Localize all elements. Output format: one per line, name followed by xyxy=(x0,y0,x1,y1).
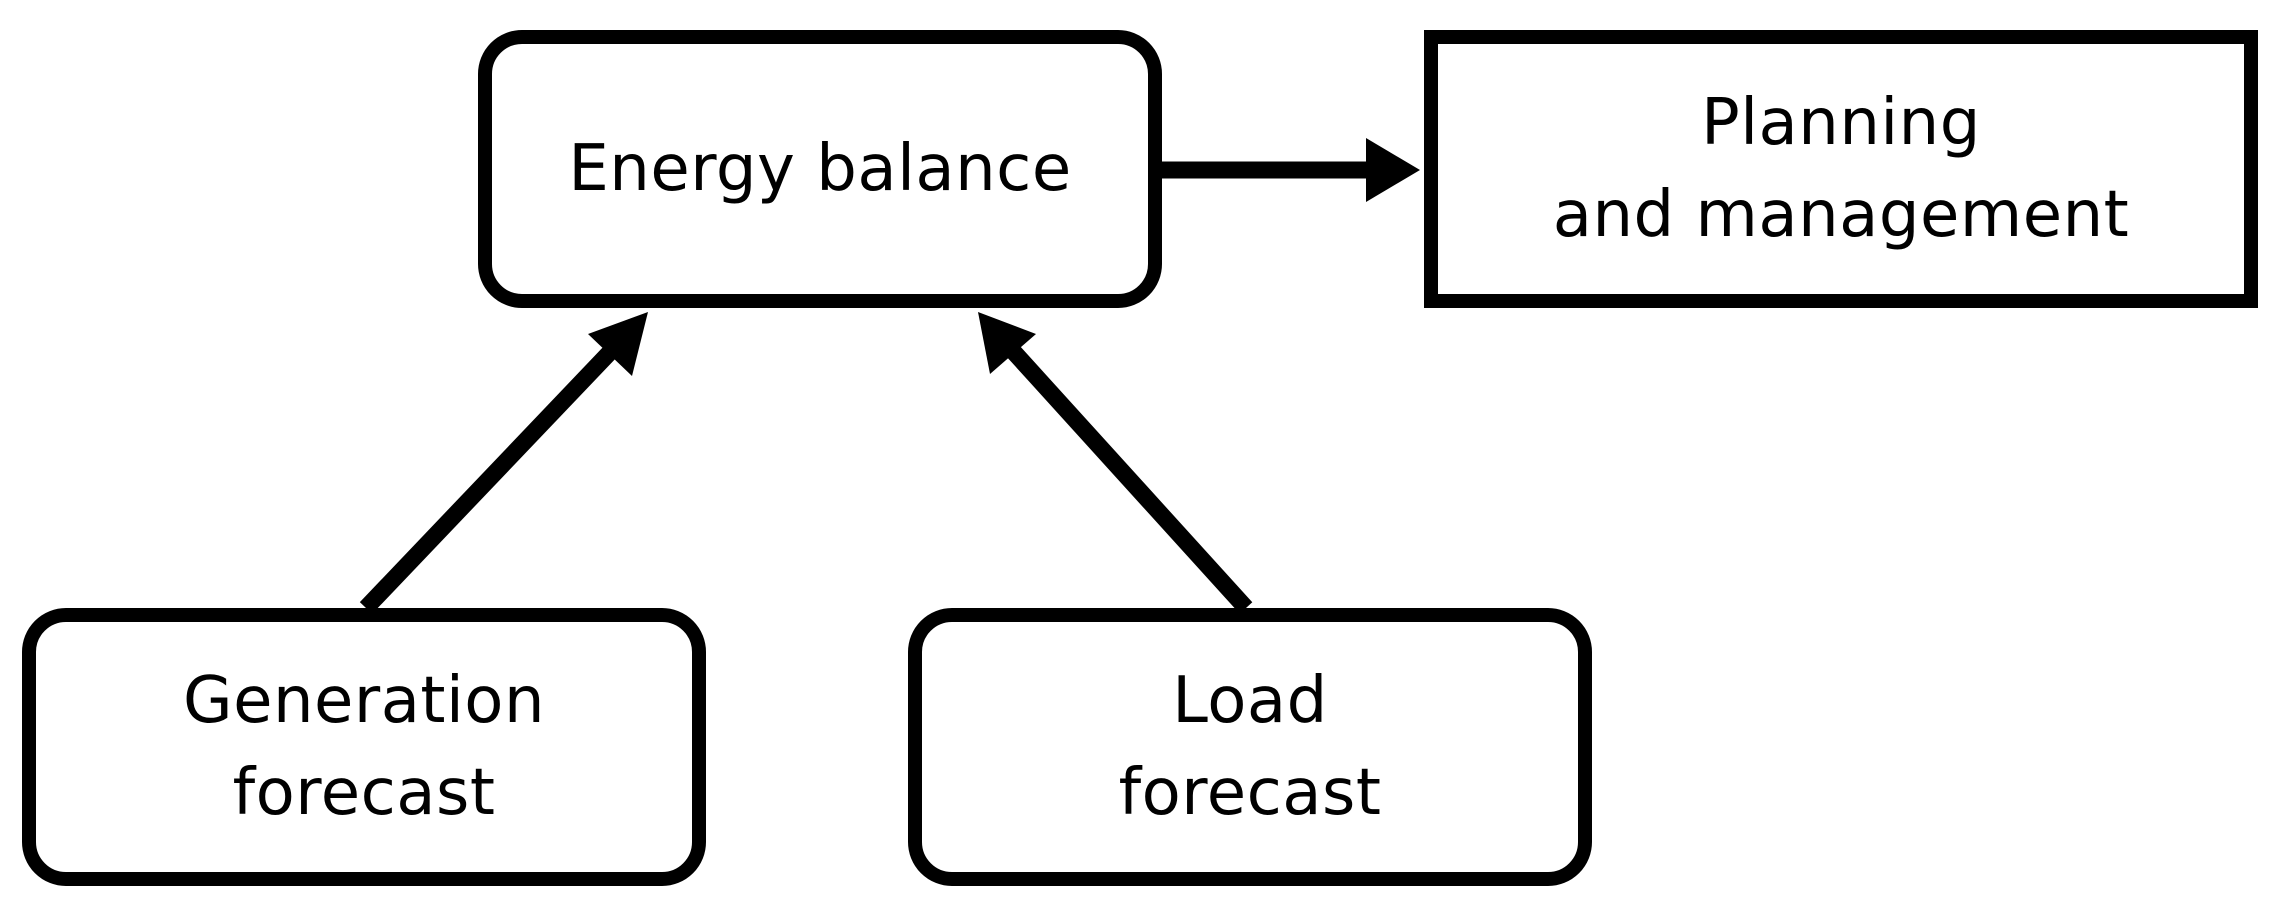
energy-balance-node: Energy balance xyxy=(478,30,1162,308)
arrowhead-energy-right xyxy=(978,312,1036,374)
arrow-generation-to-energy xyxy=(359,344,619,614)
generation-label-line2: forecast xyxy=(232,756,496,830)
generation-forecast-node: Generation forecast xyxy=(22,608,706,886)
load-label-line1: Load xyxy=(1172,664,1328,738)
generation-label-line1: Generation xyxy=(182,664,546,738)
load-label-line2: forecast xyxy=(1118,756,1382,830)
arrow-load-to-energy xyxy=(1005,344,1253,614)
planning-label-line1: Planning xyxy=(1701,86,1981,160)
arrowhead-energy-left xyxy=(588,312,648,376)
planning-label-line2: and management xyxy=(1552,178,2130,252)
arrowhead-planning xyxy=(1366,138,1420,202)
planning-management-node: Planning and management xyxy=(1424,30,2258,308)
load-forecast-node: Load forecast xyxy=(908,608,1592,886)
energy-balance-label: Energy balance xyxy=(568,132,1072,206)
